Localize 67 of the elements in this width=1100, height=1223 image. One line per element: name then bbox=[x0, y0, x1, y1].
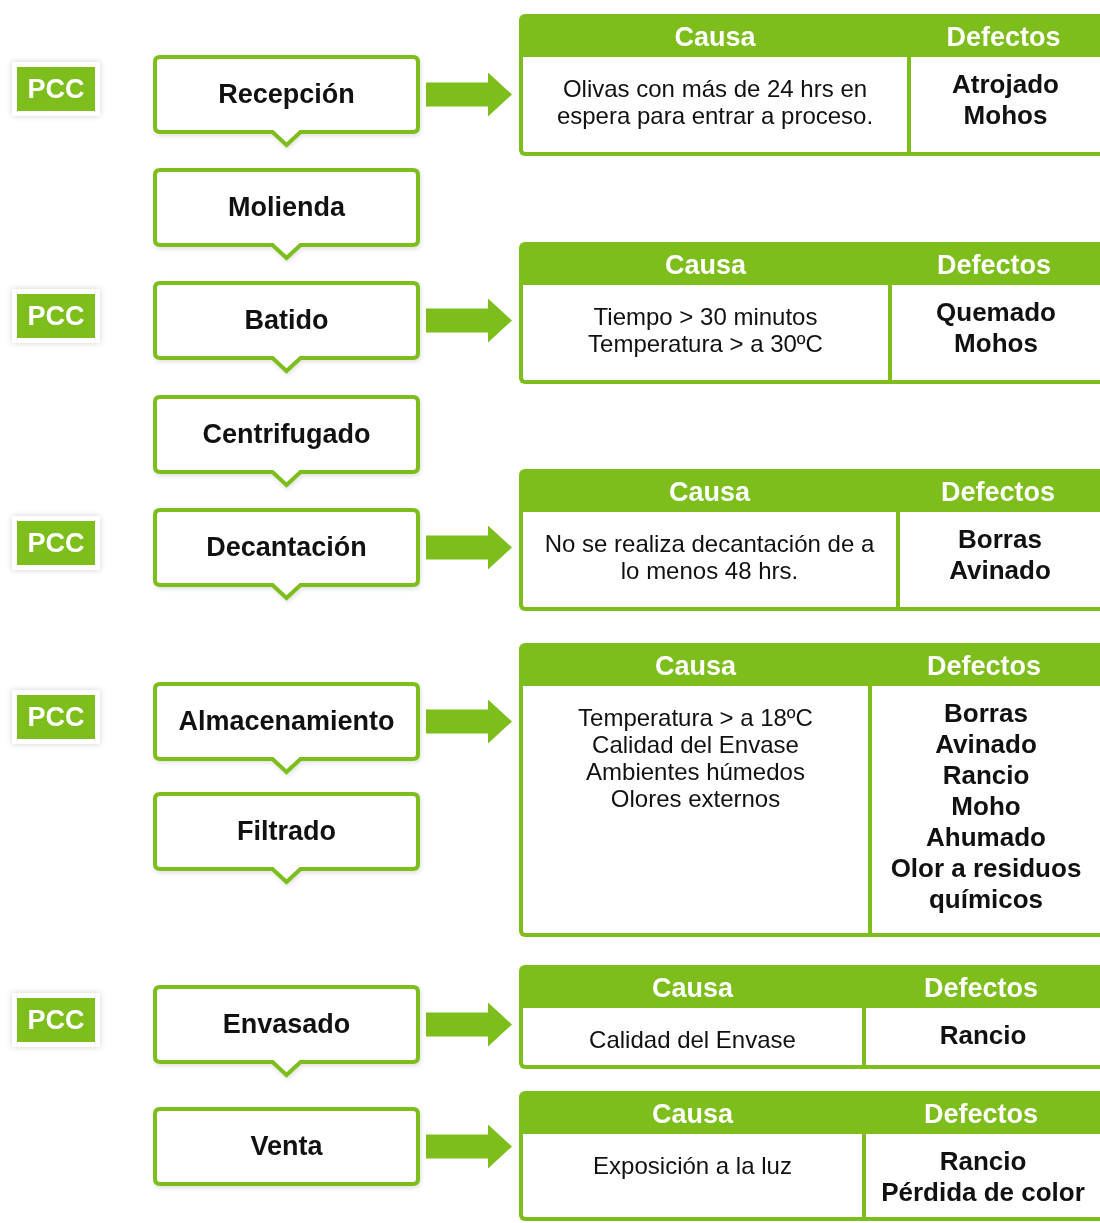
cause-text: Exposición a la luz bbox=[592, 1152, 793, 1179]
defect-text: Avinado bbox=[934, 729, 1038, 760]
defect-text: Olor a residuos químicos bbox=[889, 853, 1083, 915]
defect-text: Quemado bbox=[935, 297, 1057, 328]
defect-text: Moho bbox=[950, 791, 1022, 822]
column-header: Causa bbox=[651, 1099, 733, 1129]
defect-text: Avinado bbox=[948, 555, 1052, 586]
step-label: Almacenamiento bbox=[178, 706, 395, 737]
defect-text: Borras bbox=[943, 698, 1029, 729]
column-header: Causa bbox=[654, 651, 736, 681]
callout-box bbox=[153, 281, 420, 373]
cause-text: Olores externos bbox=[609, 785, 782, 812]
callout-box bbox=[153, 508, 420, 600]
defect-text: Rancio bbox=[938, 1020, 1028, 1051]
defect-text: Pérdida de color bbox=[880, 1177, 1086, 1208]
step-label: Venta bbox=[250, 1131, 323, 1162]
defect-text: Atrojado bbox=[951, 69, 1060, 100]
cause-text: Temperatura > a 30ºC bbox=[587, 330, 824, 357]
defect-text: Mohos bbox=[953, 328, 1039, 359]
defect-text: Borras bbox=[957, 524, 1043, 555]
cause-defect-table bbox=[519, 469, 1100, 611]
column-header: Defectos bbox=[926, 651, 1041, 681]
column-header: Causa bbox=[664, 250, 746, 280]
block-arrow bbox=[426, 72, 512, 117]
column-header: Defectos bbox=[940, 477, 1055, 507]
defect-text: Rancio bbox=[941, 760, 1031, 791]
block-arrow bbox=[426, 699, 512, 744]
step-label: Centrifugado bbox=[202, 419, 371, 450]
cause-text: No se realiza decantación de a lo menos 48 hrs. bbox=[543, 530, 876, 584]
column-header: Defectos bbox=[936, 250, 1051, 280]
cause-defect-table bbox=[519, 14, 1100, 156]
defect-text: Mohos bbox=[962, 100, 1049, 131]
cause-defect-table bbox=[519, 1091, 1100, 1221]
callout-box bbox=[153, 55, 420, 147]
callout-box bbox=[153, 168, 420, 260]
column-header: Causa bbox=[674, 22, 756, 52]
callout-box bbox=[153, 985, 420, 1077]
cause-text: Tiempo > 30 minutos bbox=[592, 303, 819, 330]
defect-text: Rancio bbox=[938, 1146, 1028, 1177]
column-header: Defectos bbox=[923, 1099, 1038, 1129]
cause-defect-table bbox=[519, 242, 1100, 384]
block-arrow bbox=[426, 1002, 512, 1047]
block-arrow bbox=[426, 298, 512, 343]
step-label: Batido bbox=[244, 305, 329, 336]
callout-box bbox=[153, 395, 420, 487]
defect-text: Ahumado bbox=[925, 822, 1047, 853]
step-label: Recepción bbox=[218, 79, 355, 110]
cause-text: Calidad del Envase bbox=[591, 731, 800, 758]
column-header: Causa bbox=[668, 477, 750, 507]
cause-text: Olivas con más de 24 hrs en espera para entrar a proceso. bbox=[555, 75, 875, 129]
block-arrow bbox=[426, 525, 512, 570]
column-header: Defectos bbox=[923, 973, 1038, 1003]
process-box bbox=[153, 1107, 420, 1186]
step-label: Envasado bbox=[222, 1009, 351, 1040]
cause-text: Temperatura > a 18ºC bbox=[577, 704, 814, 731]
cause-defect-table bbox=[519, 643, 1100, 937]
block-arrow bbox=[426, 1124, 512, 1169]
column-header: Defectos bbox=[946, 22, 1061, 52]
step-label: Filtrado bbox=[237, 816, 336, 847]
callout-box bbox=[153, 792, 420, 884]
cause-text: Ambientes húmedos bbox=[585, 758, 806, 785]
cause-defect-table bbox=[519, 965, 1100, 1069]
callout-box bbox=[153, 682, 420, 774]
column-header: Causa bbox=[651, 973, 733, 1003]
step-label: Decantación bbox=[206, 532, 367, 563]
step-label: Molienda bbox=[228, 192, 345, 223]
cause-text: Calidad del Envase bbox=[588, 1026, 797, 1053]
